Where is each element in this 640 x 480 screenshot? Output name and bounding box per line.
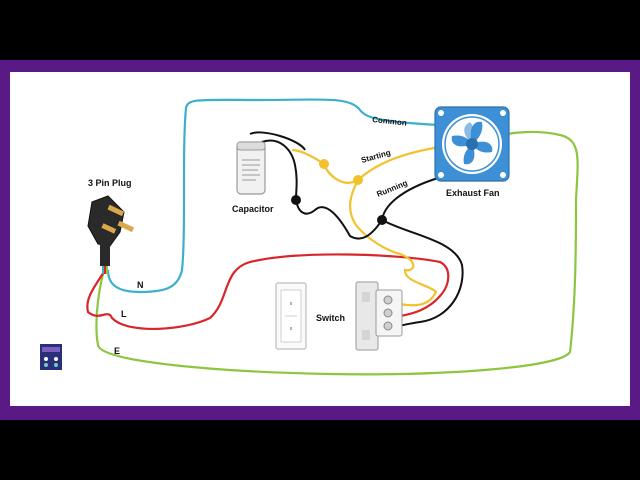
earth-label: E [114,346,120,356]
neutral-label: N [137,280,144,290]
common-label: Common [372,115,408,128]
fan-icon [434,106,510,182]
capacitor-icon [236,141,266,195]
earth-wire [95,130,579,376]
switch-label: Switch [316,313,345,323]
junction-dot [319,159,329,169]
junction-dot [291,195,301,205]
switch-plate-icon [275,282,307,350]
capacitor-label: Capacitor [232,204,274,214]
fan-label: Exhaust Fan [446,188,500,198]
junction-dot [377,215,387,225]
switch-module-icon [355,281,403,351]
plug-label: 3 Pin Plug [88,178,132,188]
channel-logo-icon [40,344,62,370]
live-wire [86,253,450,331]
starting-wire-bottom [349,179,438,307]
neutral-wire [106,98,441,294]
live-label: L [121,309,127,319]
starting-wire-top [291,145,441,184]
junction-dot [353,175,363,185]
capacitor-lead [249,131,306,151]
running-to-switch-wire [381,219,464,327]
plug-icon [87,195,135,274]
